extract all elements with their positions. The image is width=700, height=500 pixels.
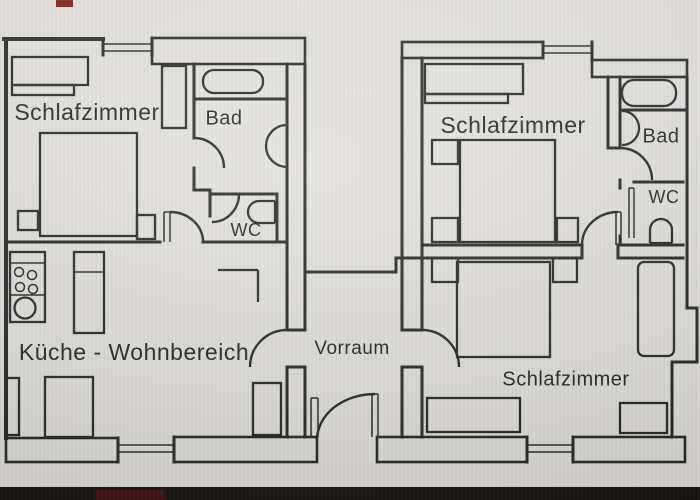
door-bedroom-left: [163, 210, 205, 243]
nightstand: [555, 216, 580, 244]
sofa: [43, 375, 95, 439]
wall-segment: [150, 36, 307, 66]
nightstand: [551, 256, 579, 284]
window: [101, 36, 154, 57]
wall-segment: [208, 192, 279, 244]
nightstand: [430, 138, 460, 166]
toilet-icon: [246, 199, 277, 225]
wardrobe-shelf: [10, 83, 76, 97]
wardrobe: [10, 55, 90, 87]
room-label-wc-left: WC: [231, 220, 262, 240]
wall-segment: [618, 108, 687, 247]
wardrobe-shelf: [423, 92, 510, 105]
window: [525, 435, 575, 464]
door-arc: [211, 193, 241, 224]
window: [116, 435, 176, 464]
cupboard: [160, 64, 188, 130]
wall-segment: [670, 75, 699, 439]
nightstand: [618, 401, 669, 435]
unit-left: [2, 36, 319, 464]
nightstand: [135, 213, 157, 241]
room-label-bad-left: Bad: [205, 107, 242, 129]
bathtub-icon: [620, 78, 678, 108]
room-label-schlafzimmer-left: Schlafzimmer: [14, 99, 159, 125]
kitchen-sink-icon: [13, 296, 37, 320]
room-label-schlafzimmer-right-bottom: Schlafzimmer: [502, 368, 629, 390]
wall-segment: [172, 435, 319, 464]
bench: [4, 376, 21, 437]
door-arc: [421, 328, 461, 368]
wall-segment: [4, 436, 120, 464]
photo-bottom-bar: [0, 487, 700, 500]
room-label-bad-right: Bad: [642, 125, 679, 147]
entrance-door: [310, 392, 379, 441]
door-arc: [619, 146, 654, 181]
room-label-schlafzimmer-right-top: Schlafzimmer: [440, 112, 585, 138]
door-arc: [248, 328, 288, 368]
nightstand: [16, 209, 40, 232]
nightstand: [430, 256, 460, 284]
toilet-icon: [648, 217, 674, 245]
bed: [38, 131, 139, 238]
bathtub-icon: [201, 68, 265, 95]
room-label-kueche-wohnbereich: Küche - Wohnbereich: [19, 339, 249, 365]
window: [541, 40, 594, 62]
radiator: [251, 381, 283, 437]
wall-segment: [606, 75, 622, 150]
wall-segment: [420, 243, 685, 260]
wall-segment: [400, 56, 424, 439]
room-label-vorraum: Vorraum: [314, 338, 389, 359]
room-labels: Schlafzimmer Bad WC Schlafzimmer Bad WC …: [14, 99, 679, 390]
nightstand: [430, 216, 460, 244]
door-bedroom-right: [580, 210, 622, 246]
wall-segment: [400, 40, 545, 60]
sink-icon: [264, 123, 288, 169]
red-mark: [56, 0, 73, 7]
wardrobe: [423, 62, 525, 96]
photo-bottom-smudge: [95, 490, 165, 500]
door-arc: [193, 136, 226, 169]
wall-segment: [571, 435, 687, 464]
dresser: [425, 396, 522, 434]
fridge-cabinet: [72, 250, 106, 335]
wall-segment: [285, 62, 307, 439]
wall-segment: [590, 58, 689, 79]
vorraum-walls: [303, 256, 424, 441]
wall-segment: [192, 62, 212, 218]
bed: [455, 260, 552, 359]
counter: [218, 268, 260, 302]
bed: [458, 138, 557, 244]
wall-segment: [303, 256, 424, 274]
door-leaf: [628, 187, 635, 238]
wardrobe: [636, 260, 676, 358]
wall-segment: [375, 435, 529, 464]
stove: [8, 250, 47, 324]
room-label-wc-right: WC: [649, 187, 680, 207]
unit-right: [375, 40, 699, 464]
sink-icon: [621, 109, 641, 147]
